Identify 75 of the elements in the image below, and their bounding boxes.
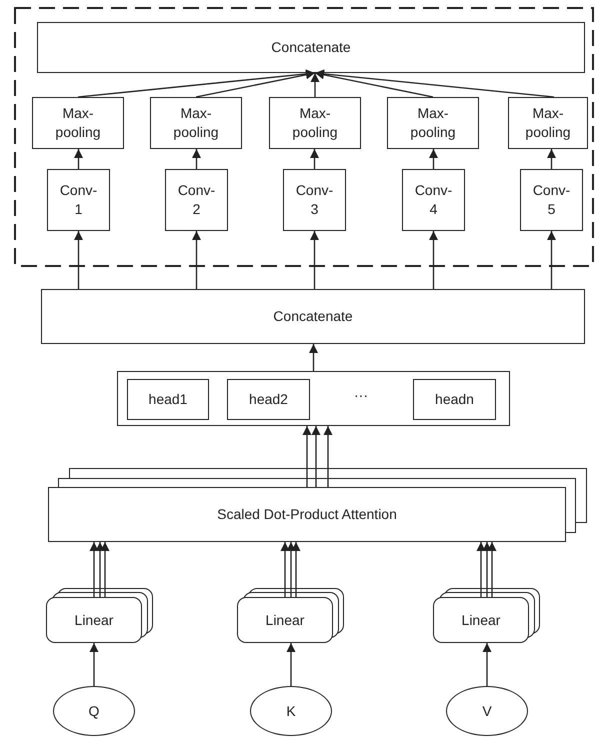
node-label: Conv- 1 bbox=[58, 181, 98, 219]
node-label: Concatenate bbox=[271, 38, 351, 57]
arrow bbox=[74, 149, 83, 169]
node-label: Conv- 5 bbox=[532, 181, 572, 219]
process-box bbox=[150, 97, 242, 149]
arrow bbox=[90, 542, 98, 597]
arrow bbox=[547, 149, 556, 169]
arrow bbox=[310, 231, 319, 289]
node-label: Max- pooling bbox=[524, 104, 572, 142]
arrow bbox=[286, 542, 296, 597]
arrow bbox=[476, 542, 486, 597]
node-label: Max- pooling bbox=[172, 104, 220, 142]
arrow bbox=[309, 344, 318, 371]
process-box bbox=[48, 487, 566, 542]
arrow bbox=[429, 231, 438, 289]
node-label: Linear bbox=[74, 610, 114, 630]
node-label: Max- pooling bbox=[54, 104, 102, 142]
process-box bbox=[402, 169, 465, 231]
process-box bbox=[41, 289, 585, 344]
process-box bbox=[269, 97, 361, 149]
process-box bbox=[37, 22, 585, 73]
arrow bbox=[286, 643, 296, 686]
arrow bbox=[324, 426, 332, 487]
process-box bbox=[283, 169, 346, 231]
node-label: Concatenate bbox=[273, 307, 353, 326]
node-label: head2 bbox=[249, 390, 288, 409]
arrow bbox=[547, 231, 556, 289]
arrow bbox=[302, 426, 312, 487]
process-box bbox=[520, 169, 583, 231]
ellipsis-label: ··· bbox=[354, 386, 368, 405]
arrow bbox=[488, 542, 496, 597]
arrow bbox=[482, 542, 492, 597]
node-label: Conv- 3 bbox=[294, 181, 334, 219]
node-label: Conv- 4 bbox=[414, 181, 454, 219]
process-box bbox=[32, 97, 124, 149]
arrow bbox=[312, 426, 320, 487]
node-label: K bbox=[286, 702, 296, 720]
arrow bbox=[192, 149, 201, 169]
arrow bbox=[310, 149, 319, 169]
node-label: Linear bbox=[462, 610, 500, 630]
arrow bbox=[314, 70, 434, 98]
arrow bbox=[314, 69, 554, 98]
linear-layer-box bbox=[433, 597, 529, 643]
process-box bbox=[508, 97, 588, 149]
arrow bbox=[292, 542, 300, 597]
node-label: Max- pooling bbox=[291, 104, 339, 142]
node-label: Scaled Dot-Product Attention bbox=[217, 505, 397, 524]
node-label: Conv- 2 bbox=[176, 181, 216, 219]
process-box bbox=[227, 379, 310, 420]
arrow bbox=[310, 73, 320, 97]
node-label: Max- pooling bbox=[409, 104, 457, 142]
arrow bbox=[100, 542, 110, 597]
node-label: headn bbox=[435, 390, 474, 409]
process-box bbox=[413, 379, 496, 420]
dashed-region-box bbox=[14, 7, 594, 267]
arrow bbox=[482, 643, 492, 686]
node-label: head1 bbox=[148, 390, 188, 409]
linear-layer-box bbox=[46, 597, 142, 643]
process-box bbox=[47, 169, 110, 231]
arrow bbox=[196, 70, 316, 98]
arrow bbox=[429, 149, 438, 169]
arrow bbox=[280, 542, 290, 597]
node-label: V bbox=[482, 702, 492, 720]
heads-container-box bbox=[117, 371, 510, 426]
arrow bbox=[74, 231, 83, 289]
linear-layer-box bbox=[237, 597, 333, 643]
arrow bbox=[78, 69, 316, 98]
process-box bbox=[165, 169, 228, 231]
process-box bbox=[127, 379, 209, 420]
arrow bbox=[192, 231, 201, 289]
process-box bbox=[387, 97, 479, 149]
node-label: Q bbox=[88, 702, 100, 720]
node-label: Linear bbox=[266, 610, 304, 630]
arrow bbox=[96, 542, 104, 597]
arrow bbox=[90, 643, 98, 686]
